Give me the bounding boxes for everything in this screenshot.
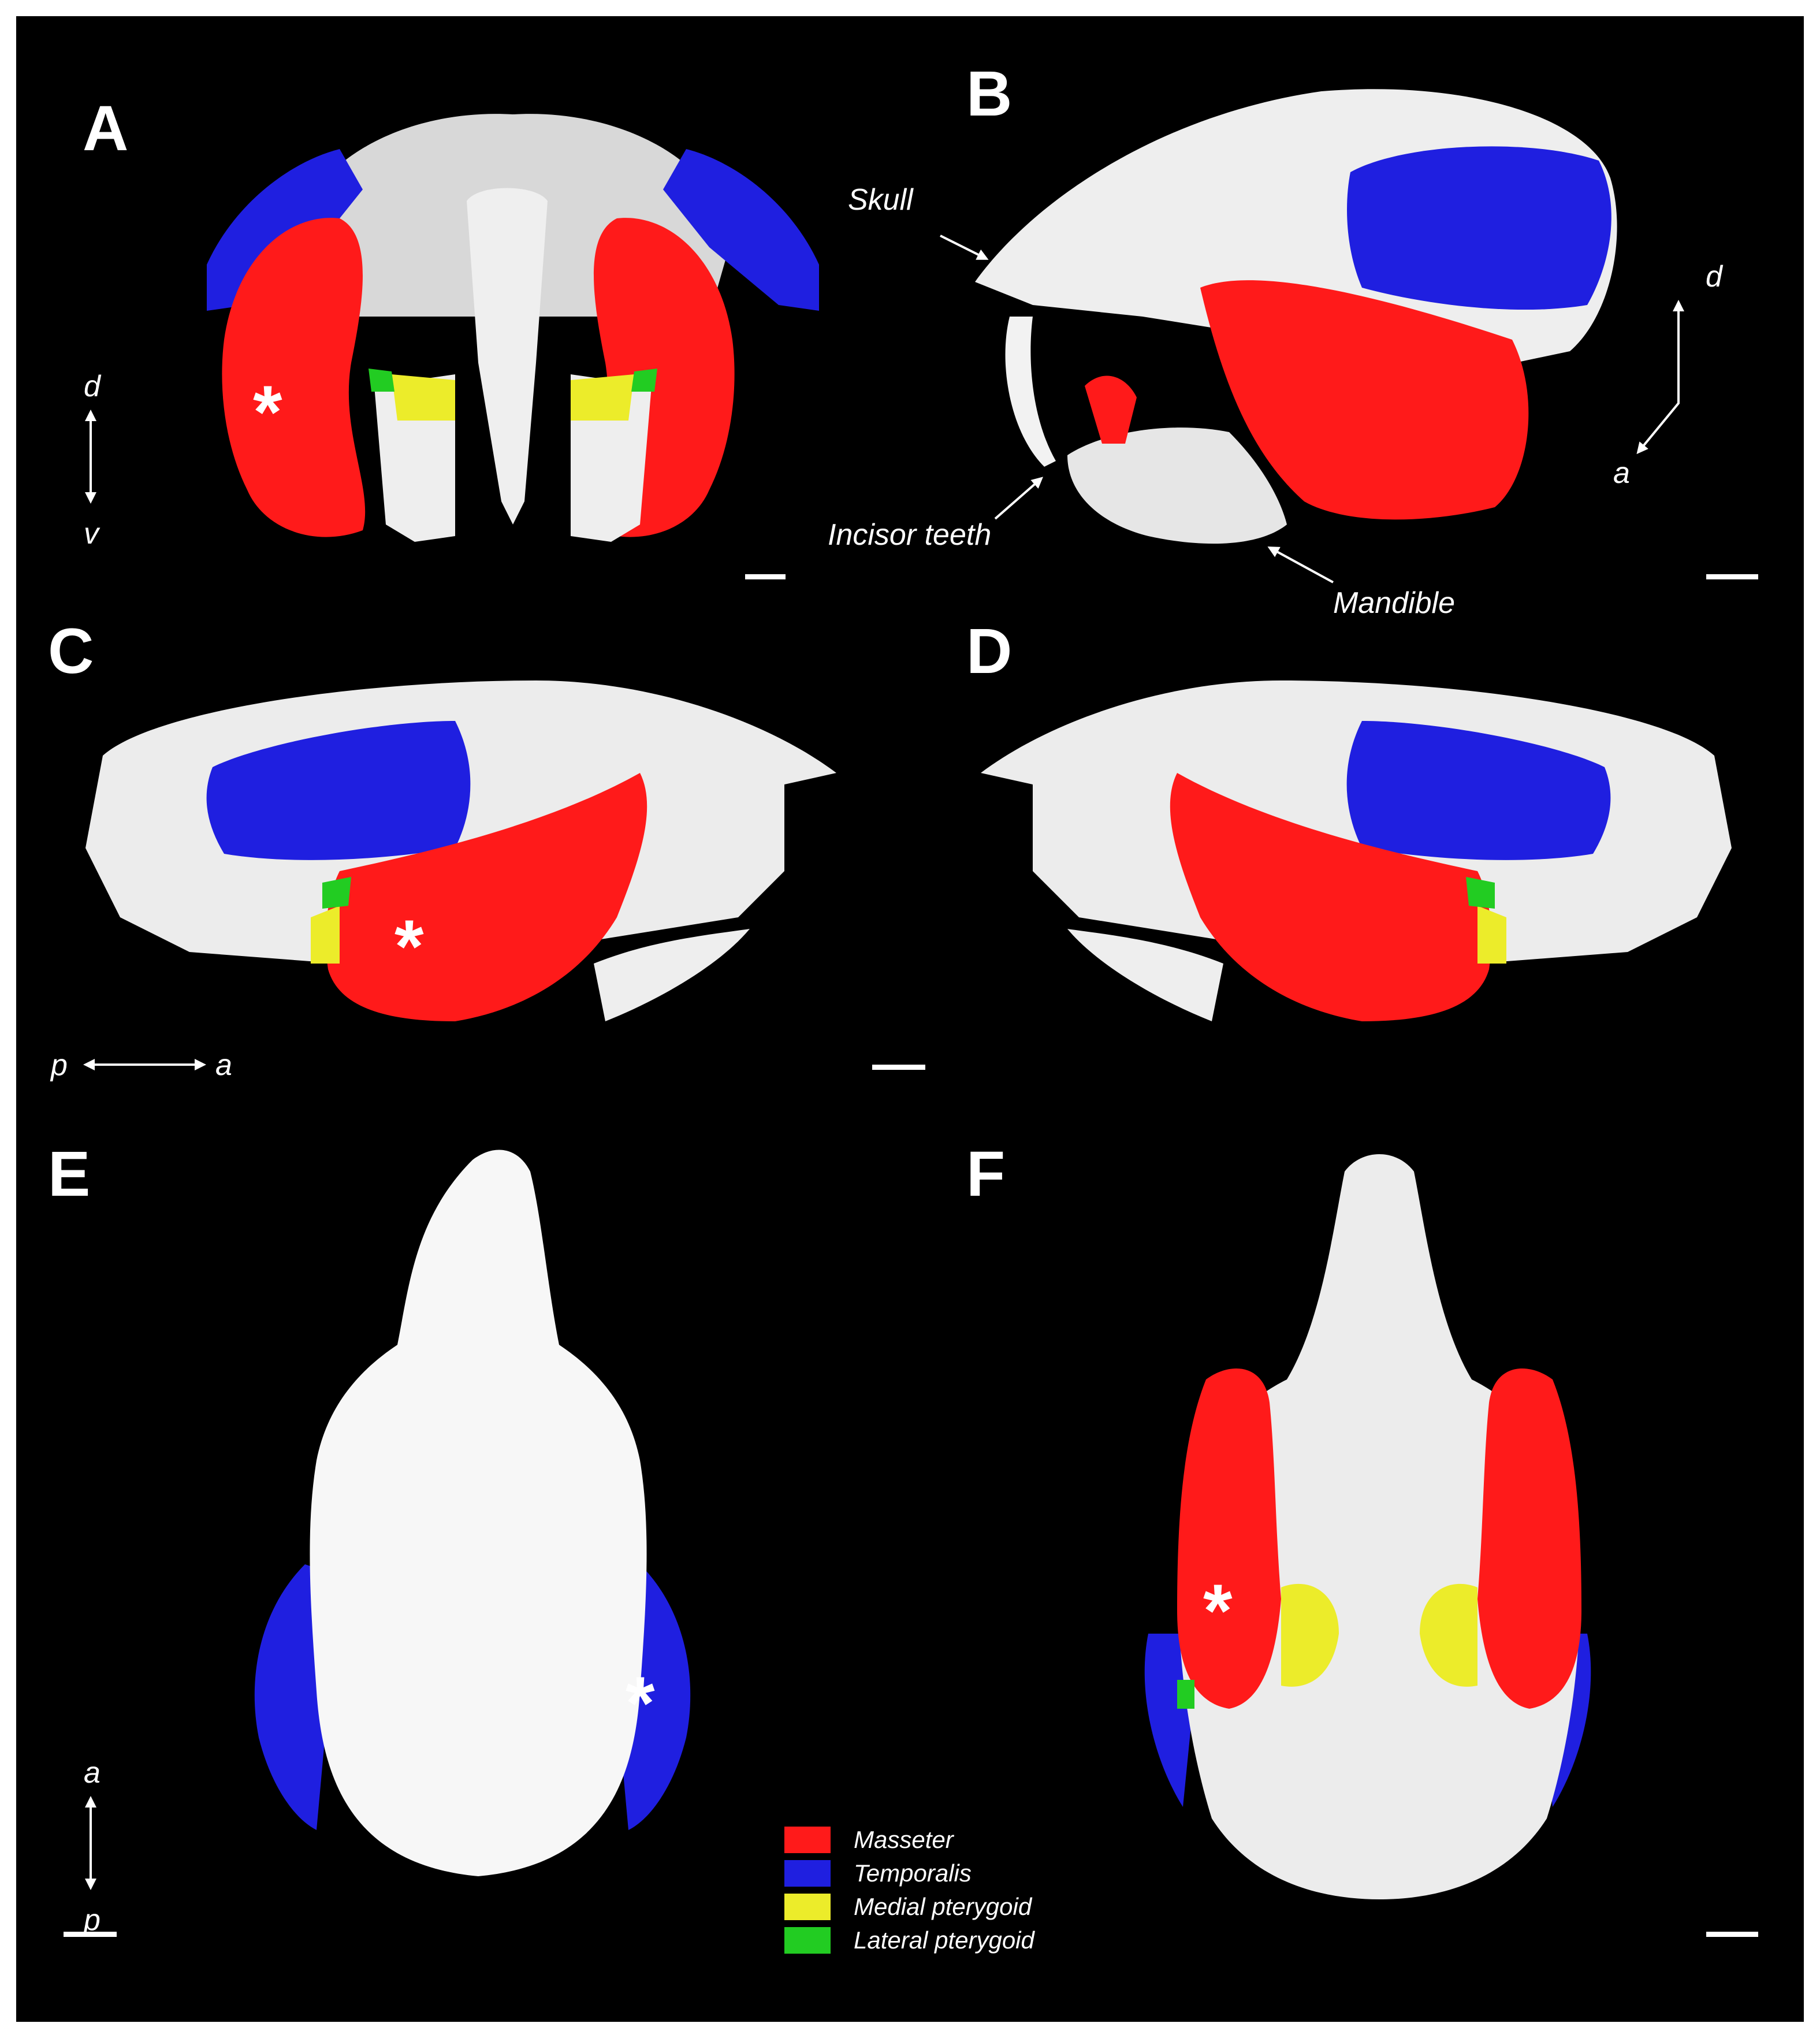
- asterisk-panel-e: *: [626, 1661, 655, 1745]
- panel-f-cranium: [1178, 1154, 1580, 1899]
- panel-c-lateral-pterygoid: [322, 877, 351, 909]
- panel-c-lower-incisor: [594, 929, 750, 1021]
- asterisk-panel-a: *: [253, 370, 282, 454]
- legend-label-medial-pterygoid: Medial pterygoid: [854, 1893, 1032, 1920]
- panel-e-skull-dorsal: [254, 1150, 691, 1876]
- panel-d-masseter: [1170, 773, 1491, 1021]
- panel-c-posterior-label: p: [51, 1048, 68, 1082]
- panel-b-anterior-label: a: [1613, 456, 1630, 490]
- panel-b-mandible: [1067, 427, 1287, 544]
- incisor-teeth-label: Incisor teeth: [828, 518, 992, 552]
- panel-b-upper-incisor: [1005, 317, 1056, 467]
- legend-label-masseter: Masseter: [854, 1826, 954, 1853]
- panel-f-medial-pterygoid-left: [1281, 1583, 1339, 1687]
- panel-e-anterior-label: a: [84, 1756, 101, 1790]
- scale-bar-cd: [872, 1065, 925, 1070]
- asterisk-panel-f: *: [1203, 1568, 1233, 1653]
- scale-bar-b: [1706, 574, 1758, 579]
- scale-bar-f: [1706, 1932, 1758, 1937]
- scale-bar-a: [745, 574, 786, 579]
- legend-swatch-masseter: [784, 1827, 831, 1853]
- panel-d-medial-pterygoid: [1477, 906, 1506, 964]
- panel-b-masseter-inner: [1085, 375, 1137, 444]
- panel-c-medial-pterygoid: [311, 906, 340, 964]
- panel-label-d: D: [966, 616, 1013, 687]
- panel-e-cranium: [310, 1150, 647, 1876]
- legend-swatch-medial-pterygoid: [784, 1894, 831, 1920]
- panel-b-temporalis: [1347, 146, 1611, 310]
- asterisk-panel-c: *: [394, 904, 424, 988]
- panel-e-posterior-label: p: [84, 1903, 101, 1937]
- panel-f-lateral-pterygoid: [1177, 1680, 1194, 1709]
- panel-a-temporalis-right: [663, 149, 819, 311]
- legend-label-temporalis: Temporalis: [854, 1860, 972, 1887]
- panel-c-anterior-label: a: [215, 1048, 232, 1082]
- figure-canvas: A B C D E F Skull Incisor teeth Mandible…: [16, 16, 1804, 2022]
- panel-a-medial-pterygoid: [392, 374, 634, 421]
- panel-f-skull-ventral: [1144, 1154, 1591, 1899]
- legend-label-lateral-pterygoid: Lateral pterygoid: [854, 1927, 1034, 1954]
- mandible-arrow: [1267, 546, 1334, 583]
- mandible-label: Mandible: [1333, 586, 1456, 620]
- panel-c-masseter: [326, 773, 647, 1021]
- skull-label: Skull: [848, 183, 913, 217]
- scale-bar-e: [64, 1932, 117, 1937]
- panel-c-temporalis: [206, 721, 471, 860]
- panel-a-nasal-rostrum: [467, 188, 548, 525]
- skull-arrow: [940, 235, 989, 260]
- panel-label-f: F: [966, 1139, 1006, 1210]
- panel-b-dorsal-label: d: [1706, 260, 1722, 293]
- panel-label-a: A: [83, 93, 129, 164]
- legend-swatch-lateral-pterygoid: [784, 1927, 831, 1954]
- panel-f-masseter-left: [1177, 1368, 1281, 1709]
- panel-b-da-axis: [1636, 300, 1684, 455]
- panel-d-skull-lateral-right: [981, 680, 1732, 1021]
- panel-f-masseter-right: [1477, 1368, 1581, 1709]
- panel-label-e: E: [48, 1139, 91, 1210]
- panel-label-c: C: [48, 616, 94, 687]
- skull-illustrations: [83, 89, 1732, 1899]
- panel-d-temporalis: [1346, 721, 1611, 860]
- panel-a-skull-frontal: [207, 114, 819, 542]
- incisor-arrow: [994, 477, 1044, 520]
- panel-a-temporalis-left: [207, 149, 363, 311]
- legend-swatch-temporalis: [784, 1860, 831, 1887]
- panel-a-dorsal-label: d: [84, 370, 101, 403]
- panel-d-lateral-pterygoid: [1466, 877, 1495, 909]
- panel-b-masseter: [1200, 280, 1529, 520]
- panel-a-ventral-label: v: [84, 517, 99, 551]
- panel-label-b: B: [966, 58, 1013, 129]
- panel-f-medial-pterygoid-right: [1420, 1583, 1477, 1687]
- panel-a-masseter-left: [222, 218, 366, 537]
- panel-b-skull-oblique: [975, 89, 1617, 544]
- panel-d-lower-incisor: [1067, 929, 1223, 1021]
- panel-c-skull-lateral-left: [85, 680, 836, 1021]
